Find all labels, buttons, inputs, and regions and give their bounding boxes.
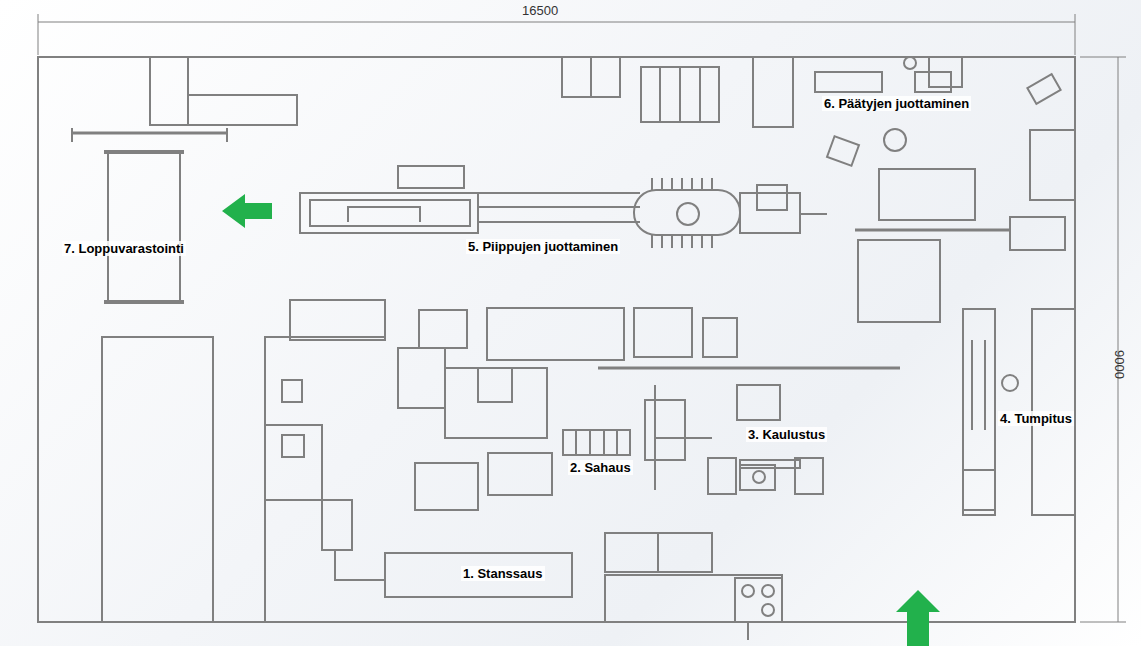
dimension-label: 16500	[520, 3, 560, 18]
station-label: 4. Tumpitus	[998, 411, 1074, 426]
station-label: 5. Piippujen juottaminen	[466, 239, 620, 254]
dimension-label: 9000	[1112, 348, 1127, 381]
station-label: 7. Loppuvarastointi	[62, 241, 186, 256]
station-label: 2. Sahaus	[568, 460, 633, 475]
station-label: 1. Stanssaus	[461, 566, 545, 581]
station-label: 6. Päätyjen juottaminen	[822, 96, 971, 111]
station-label: 3. Kaulustus	[746, 427, 827, 442]
